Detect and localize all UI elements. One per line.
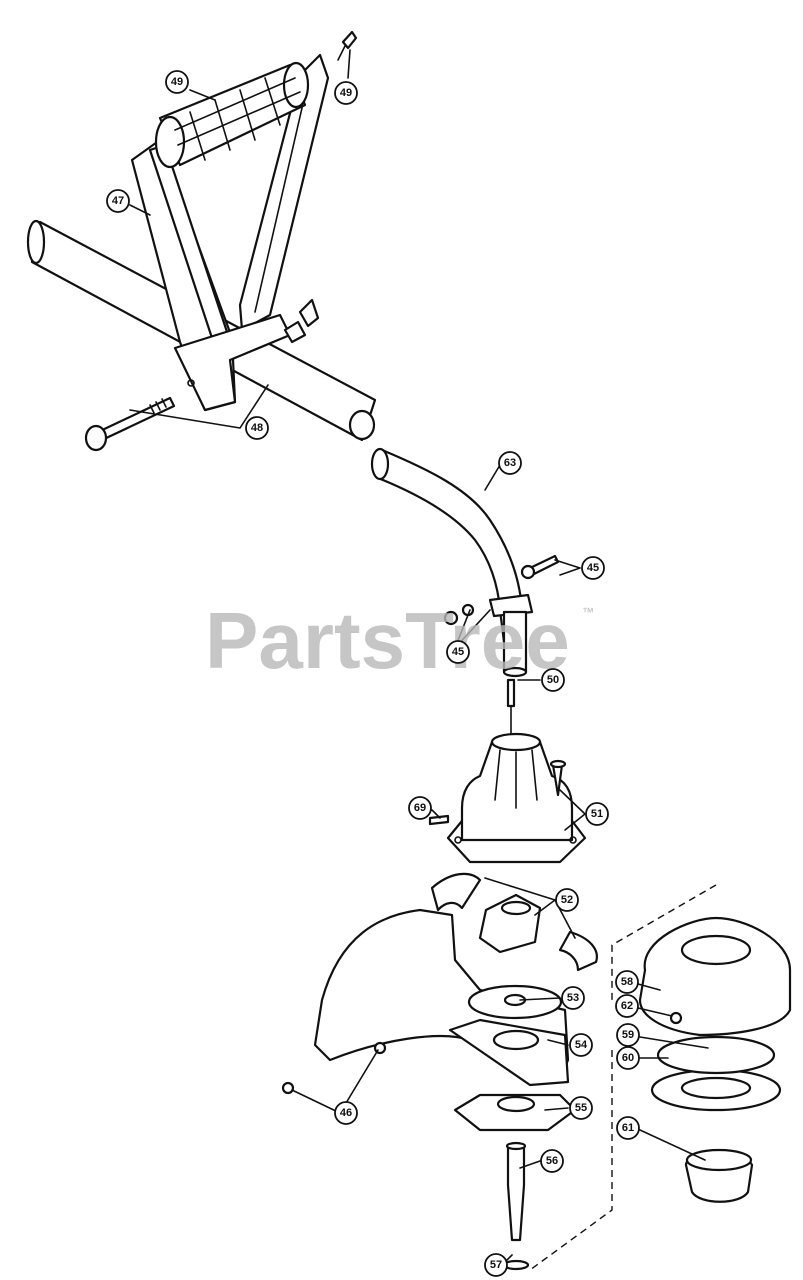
callout-label: 63 <box>504 457 516 469</box>
callout-51[interactable]: 51 <box>585 802 609 826</box>
callout-label: 52 <box>561 894 573 906</box>
handle-grip[interactable] <box>154 61 310 169</box>
callout-label: 45 <box>587 562 599 574</box>
trimmer-head-housing[interactable] <box>638 916 792 1037</box>
callout-52[interactable]: 52 <box>555 888 579 912</box>
callout-label: 69 <box>414 802 426 814</box>
housing-set-screw[interactable] <box>428 814 450 826</box>
callout-63[interactable]: 63 <box>498 451 522 475</box>
callout-label: 47 <box>112 195 124 207</box>
watermark-brand: PartsTree <box>205 596 570 685</box>
callout-69[interactable]: 69 <box>408 796 432 820</box>
callout-label: 60 <box>622 1052 634 1064</box>
callout-label: 54 <box>575 1039 588 1051</box>
callout-label: 48 <box>251 422 263 434</box>
callout-label: 59 <box>622 1029 634 1041</box>
housing-screw[interactable] <box>549 759 567 797</box>
trimmer-line-spool[interactable] <box>650 1035 782 1112</box>
drive-shaft-tube[interactable] <box>370 447 534 678</box>
trimmer-knob[interactable] <box>684 1148 754 1203</box>
leader-lines <box>129 49 709 1263</box>
callout-label: 51 <box>591 808 603 820</box>
callout-45[interactable]: 45 <box>446 640 470 664</box>
bearing-cup[interactable] <box>467 984 563 1020</box>
gear-housing[interactable] <box>446 732 587 864</box>
callout-label: 49 <box>171 76 183 88</box>
callout-59[interactable]: 59 <box>616 1023 640 1047</box>
callout-46[interactable]: 46 <box>334 1101 358 1125</box>
tube-clamp-nut[interactable] <box>443 603 475 626</box>
callout-label: 49 <box>340 87 352 99</box>
callout-62[interactable]: 62 <box>615 994 639 1018</box>
callout-60[interactable]: 60 <box>616 1046 640 1070</box>
callout-56[interactable]: 56 <box>540 1149 564 1173</box>
callout-50[interactable]: 50 <box>541 668 565 692</box>
callout-49[interactable]: 49 <box>334 81 358 105</box>
callout-label: 61 <box>622 1122 634 1134</box>
callout-label: 45 <box>452 646 464 658</box>
callout-label: 46 <box>340 1107 352 1119</box>
handle-bolt[interactable] <box>84 396 176 452</box>
callout-label: 53 <box>567 992 579 1004</box>
callout-61[interactable]: 61 <box>616 1116 640 1140</box>
callout-57[interactable]: 57 <box>484 1253 508 1277</box>
callout-label: 56 <box>546 1155 558 1167</box>
callout-label: 62 <box>621 1000 633 1012</box>
tube-clamp-bolt[interactable] <box>520 554 560 580</box>
wing-nut-clamp[interactable] <box>283 298 320 344</box>
callout-label: 50 <box>547 674 559 686</box>
callout-label: 58 <box>621 976 633 988</box>
handle-screw[interactable] <box>337 30 358 61</box>
partstree-watermark: PartsTree ™ <box>205 596 594 685</box>
callout-49[interactable]: 49 <box>165 70 189 94</box>
shield-guard-segment[interactable] <box>430 872 598 972</box>
callout-53[interactable]: 53 <box>561 986 585 1010</box>
callout-47[interactable]: 47 <box>106 189 130 213</box>
watermark-trademark: ™ <box>582 605 594 619</box>
callout-48[interactable]: 48 <box>245 416 269 440</box>
callout-45[interactable]: 45 <box>581 556 605 580</box>
callout-label: 55 <box>575 1102 587 1114</box>
callout-54[interactable]: 54 <box>569 1033 593 1057</box>
spindle-shaft[interactable] <box>502 1141 530 1271</box>
callout-label: 57 <box>490 1259 502 1271</box>
cutter-hub[interactable] <box>478 893 542 954</box>
callout-58[interactable]: 58 <box>615 970 639 994</box>
assembly-outline <box>529 884 717 1271</box>
drive-shaft[interactable] <box>506 678 516 741</box>
debris-shield[interactable] <box>313 908 570 1087</box>
callout-55[interactable]: 55 <box>569 1096 593 1120</box>
bearing-plate[interactable] <box>453 1093 577 1132</box>
